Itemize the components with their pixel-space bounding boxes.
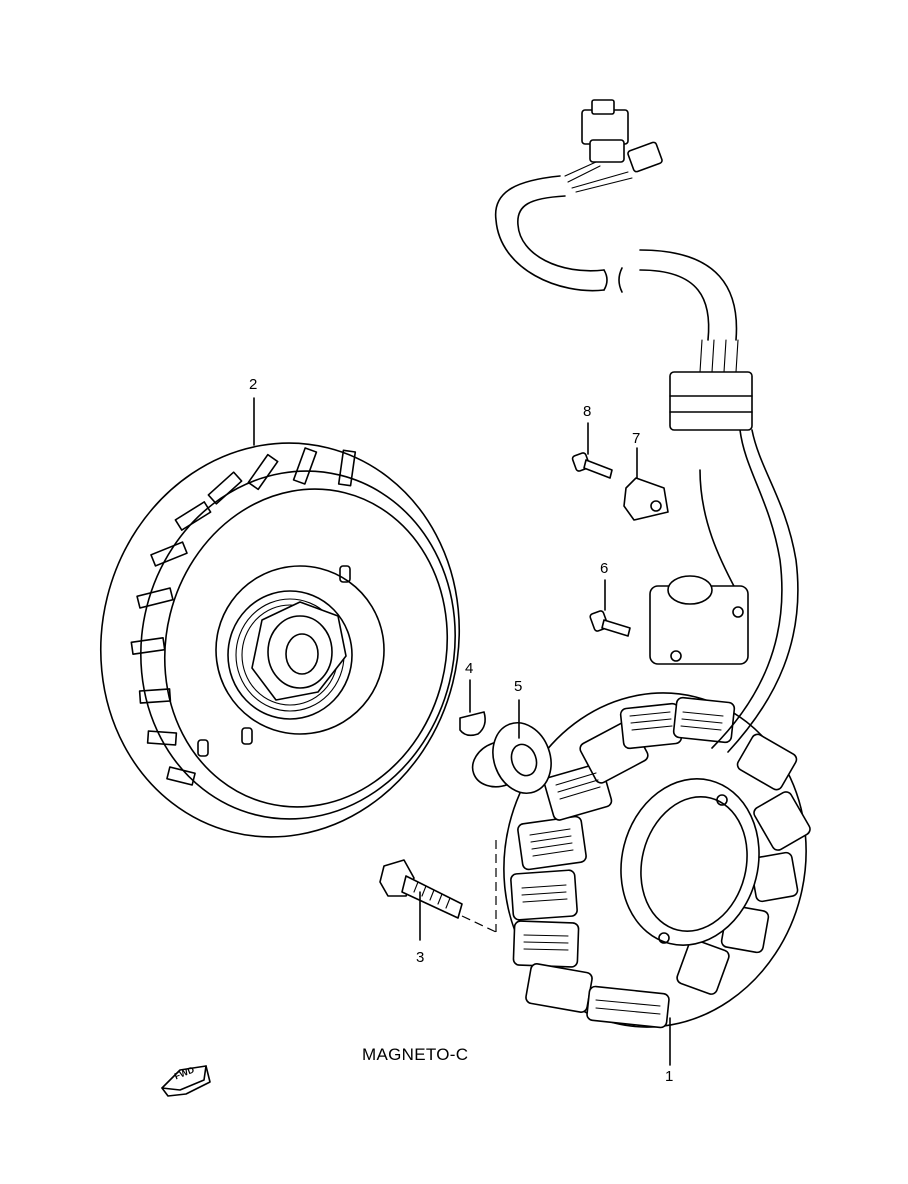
flywheel-rotor — [99, 442, 461, 838]
wire-clamp — [623, 477, 669, 521]
woodruff-key — [459, 711, 486, 737]
fwd-arrow-icon — [161, 1065, 211, 1097]
callout-2: 2 — [249, 376, 258, 393]
callout-3: 3 — [416, 949, 425, 966]
callout-4: 4 — [465, 660, 474, 677]
wire-harness — [494, 99, 799, 753]
bush — [471, 722, 552, 794]
bolt-stator — [379, 859, 497, 933]
leader-lines — [253, 397, 671, 1066]
diagram-caption: MAGNETO-C — [362, 1045, 469, 1064]
screw-pickup — [589, 610, 631, 637]
callout-7: 7 — [632, 430, 641, 447]
callout-8: 8 — [583, 403, 592, 420]
screw-clamp — [571, 452, 613, 479]
callout-5: 5 — [514, 678, 523, 695]
stator-coil — [495, 692, 811, 1029]
callout-6: 6 — [600, 560, 609, 577]
callout-1: 1 — [665, 1068, 674, 1085]
